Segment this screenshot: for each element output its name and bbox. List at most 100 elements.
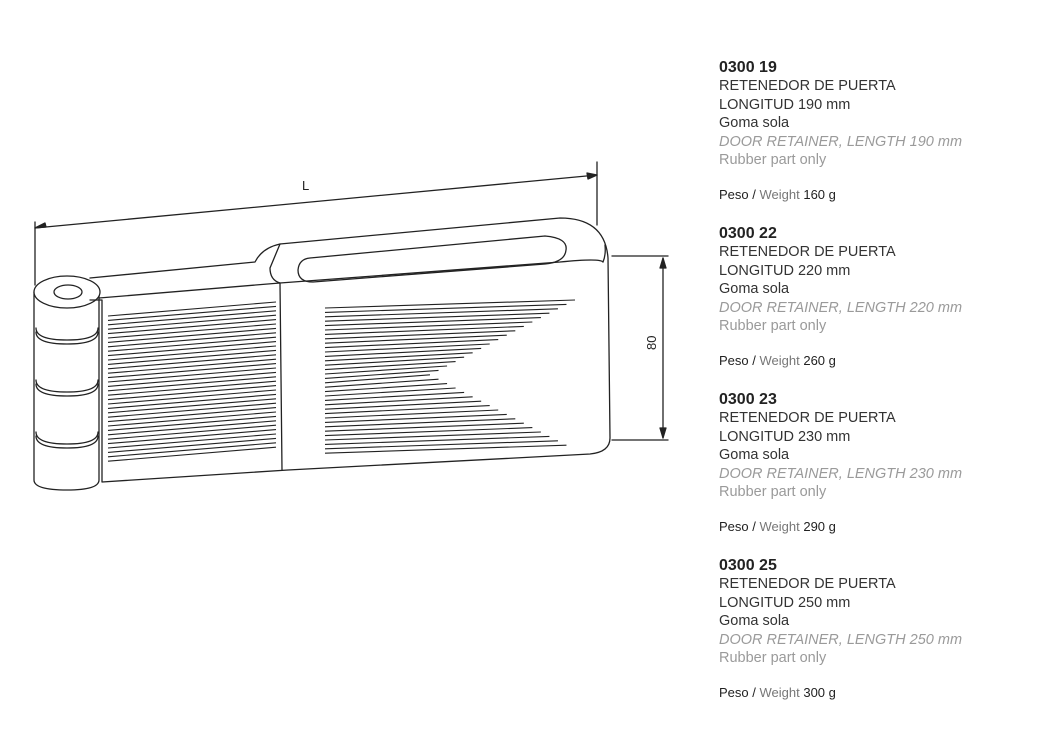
weight-label-en: Weight [759, 684, 800, 700]
hatch-line [107, 376, 277, 392]
hatch-line [324, 387, 456, 397]
hatch-line [324, 418, 516, 428]
weight-value: 290 g [803, 518, 836, 534]
product-length-es: LONGITUD 190 mm [719, 96, 851, 113]
hatch-line [107, 371, 277, 387]
weight-label-es: Peso [719, 352, 749, 368]
hatch-line [324, 312, 550, 322]
product-weight: Peso / Weight 160 g [719, 186, 836, 202]
hatch-line [324, 413, 507, 423]
retainer-body [89, 217, 611, 483]
weight-label-en: Weight [759, 352, 800, 368]
hatch-line [324, 369, 439, 379]
hatch-line [107, 402, 277, 418]
hatch-line [324, 405, 490, 415]
hatch-line [107, 327, 277, 343]
weight-label-es: Peso [719, 518, 749, 534]
product-part-es: Goma sola [719, 115, 790, 131]
product-list: 0300 19 RETENEDOR DE PUERTA LONGITUD 190… [719, 58, 1039, 722]
hatch-line [107, 433, 277, 449]
hatch-line [107, 424, 277, 440]
hatch-line [324, 365, 448, 375]
product-weight: Peso / Weight 260 g [719, 352, 836, 368]
hatch-line [324, 356, 465, 366]
hatch-line [107, 398, 277, 414]
hatch-line [107, 420, 277, 436]
product-name-en: DOOR RETAINER, LENGTH 230 mm [719, 465, 963, 482]
hatch-line [324, 330, 516, 340]
hatch-line [107, 332, 277, 348]
hatch-line [324, 334, 507, 344]
product-code: 0300 19 [719, 59, 777, 76]
product-code: 0300 22 [719, 225, 777, 242]
hatch-line [107, 415, 277, 431]
hatch-line [324, 383, 448, 393]
hatch-line [324, 431, 541, 441]
product-weight: Peso / Weight 290 g [719, 518, 836, 534]
hatch-line [324, 339, 499, 349]
hatch-line [324, 347, 482, 357]
weight-value: 260 g [803, 352, 836, 368]
length-dimension [34, 161, 598, 286]
hatch-line [324, 409, 499, 419]
product-name-en: DOOR RETAINER, LENGTH 220 mm [719, 299, 963, 316]
hatch-line [107, 429, 277, 445]
product-name-es: RETENEDOR DE PUERTA [719, 244, 896, 260]
product-code: 0300 25 [719, 557, 777, 574]
hatch-line [324, 343, 490, 353]
product-item: 0300 22 RETENEDOR DE PUERTA LONGITUD 220… [719, 224, 1039, 390]
hatch-line [107, 314, 277, 330]
product-name-en: DOOR RETAINER, LENGTH 250 mm [719, 631, 963, 648]
hatch-line [324, 378, 439, 388]
hatching [107, 299, 576, 462]
hatch-line [324, 325, 524, 335]
hatch-line [324, 435, 550, 445]
door-retainer-drawing: L 80 [33, 161, 669, 491]
product-item: 0300 23 RETENEDOR DE PUERTA LONGITUD 230… [719, 390, 1039, 556]
hatch-line [107, 363, 277, 379]
hatch-line [324, 422, 524, 432]
product-name-es: RETENEDOR DE PUERTA [719, 410, 896, 426]
product-item: 0300 19 RETENEDOR DE PUERTA LONGITUD 190… [719, 58, 1039, 224]
hatch-line [107, 358, 277, 374]
product-part-en: Rubber part only [719, 484, 827, 500]
product-part-es: Goma sola [719, 281, 790, 297]
hatch-line [324, 374, 431, 384]
product-part-en: Rubber part only [719, 318, 827, 334]
hatch-line [107, 349, 277, 365]
hatch-line [107, 393, 277, 409]
product-name-es: RETENEDOR DE PUERTA [719, 576, 896, 592]
hatch-line [107, 367, 277, 383]
product-item: 0300 25 RETENEDOR DE PUERTA LONGITUD 250… [719, 556, 1039, 722]
hatch-line [324, 361, 456, 371]
product-part-en: Rubber part only [719, 152, 827, 168]
product-length-es: LONGITUD 220 mm [719, 262, 851, 279]
hatch-line [107, 407, 277, 423]
hatch-line [107, 437, 277, 453]
hatch-line [107, 301, 277, 317]
product-part-es: Goma sola [719, 613, 790, 629]
product-name-en: DOOR RETAINER, LENGTH 190 mm [719, 133, 963, 150]
product-length-es: LONGITUD 250 mm [719, 594, 851, 611]
product-name-es: RETENEDOR DE PUERTA [719, 78, 896, 94]
hatch-line [107, 354, 277, 370]
hatch-line [107, 442, 277, 458]
product-part-en: Rubber part only [719, 650, 827, 666]
length-label: L [302, 178, 309, 193]
hatch-line [107, 411, 277, 427]
product-length-es: LONGITUD 230 mm [719, 428, 851, 445]
hatch-line [107, 389, 277, 405]
product-code: 0300 23 [719, 391, 777, 408]
weight-label-es: Peso [719, 186, 749, 202]
hatch-line [107, 336, 277, 352]
weight-label-en: Weight [759, 186, 800, 202]
hatch-line [324, 396, 473, 406]
hatch-line [324, 352, 473, 362]
hatch-line [324, 303, 567, 313]
hatch-line [107, 319, 277, 335]
hatch-line [324, 444, 567, 454]
hatch-line [107, 446, 277, 462]
weight-value: 160 g [803, 186, 836, 202]
hatch-line [107, 341, 277, 357]
weight-label-es: Peso [719, 684, 749, 700]
